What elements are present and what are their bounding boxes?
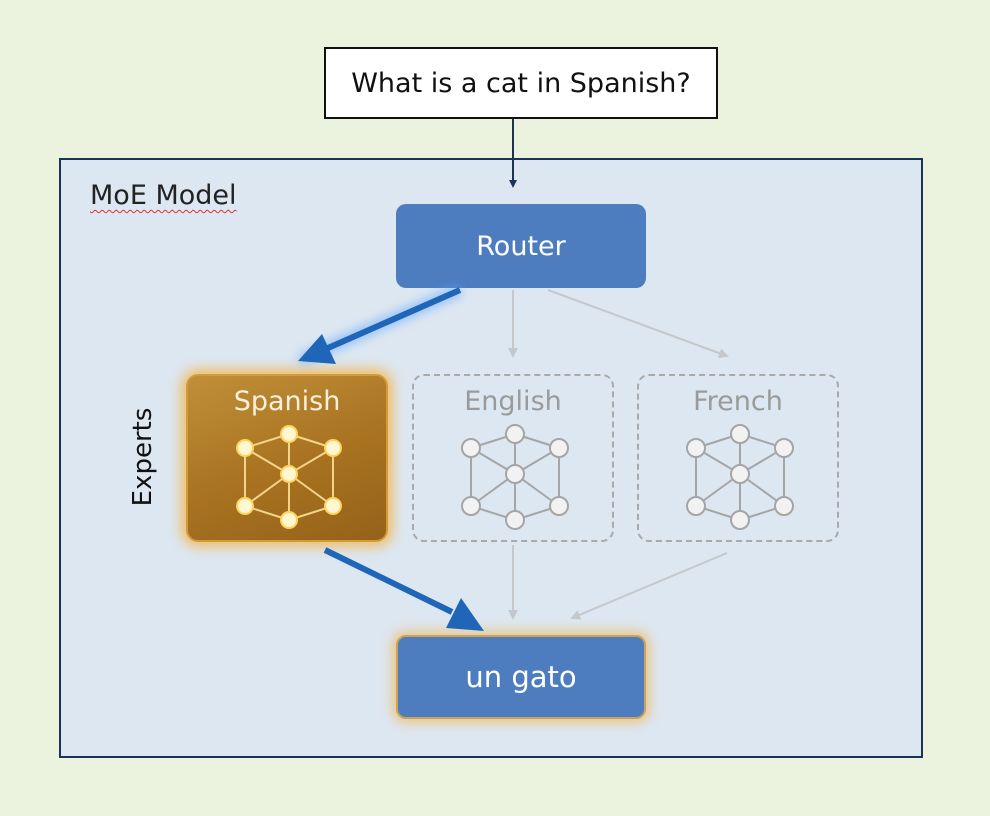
expert-english-label: English — [464, 386, 562, 417]
network-icon — [686, 424, 794, 530]
expert-french: French — [637, 374, 839, 542]
expert-english: English — [412, 374, 614, 542]
prompt-text: What is a cat in Spanish? — [351, 67, 691, 99]
output-node: un gato — [396, 635, 646, 719]
experts-group-label: Experts — [128, 407, 158, 507]
network-icon — [461, 424, 569, 530]
expert-french-label: French — [693, 386, 783, 417]
expert-spanish-label: Spanish — [233, 386, 341, 417]
expert-spanish: Spanish — [186, 374, 388, 542]
router-node: Router — [396, 204, 646, 288]
router-label: Router — [476, 230, 566, 262]
prompt-box: What is a cat in Spanish? — [324, 47, 718, 119]
moe-model-label: MoE Model — [90, 180, 237, 211]
network-icon — [236, 425, 342, 529]
output-label: un gato — [465, 660, 577, 694]
